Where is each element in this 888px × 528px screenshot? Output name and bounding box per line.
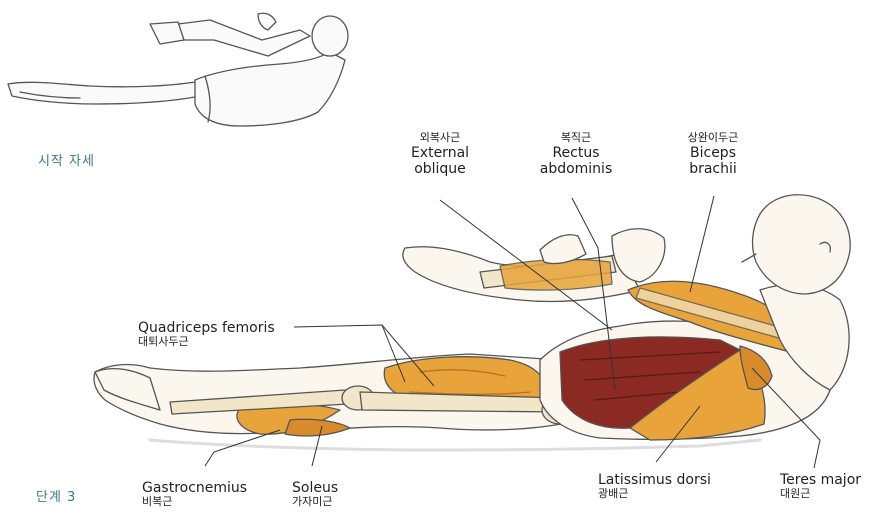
label-teres-major-en: Teres major: [780, 472, 862, 488]
label-latissimus-dorsi-en: Latissimus dorsi: [598, 472, 711, 488]
label-soleus-ko: 가자미근: [292, 495, 333, 509]
leader-external-oblique: [439, 199, 613, 331]
leader-teres-major: [751, 367, 821, 469]
label-soleus: Soleus 가자미근: [292, 478, 338, 509]
leader-latissimus-dorsi: [655, 405, 701, 463]
label-external-oblique-ko: 외복사근: [419, 131, 461, 144]
start-position-figure: [7, 12, 349, 127]
label-rectus-abdominis: 복직근 Rectus abdominis: [532, 131, 620, 177]
leader-gastrocnemius: [204, 429, 281, 467]
label-gastrocnemius-ko: 비복근: [142, 495, 173, 509]
label-biceps-brachii: 상완이두근 Biceps brachii: [672, 131, 754, 177]
label-rectus-abdominis-en-1: Rectus: [552, 144, 600, 161]
label-quadriceps-femoris-en: Quadriceps femoris: [138, 320, 275, 336]
label-latissimus-dorsi-ko: 광배근: [598, 487, 629, 501]
label-rectus-abdominis-en-2: abdominis: [539, 160, 613, 177]
label-external-oblique-en-2: oblique: [414, 160, 466, 177]
label-quadriceps-femoris-ko: 대퇴사두근: [138, 335, 189, 349]
label-soleus-en: Soleus: [292, 480, 339, 496]
leader-biceps-brachii: [689, 195, 715, 293]
label-latissimus-dorsi: Latissimus dorsi 광배근: [598, 470, 711, 501]
label-biceps-brachii-en-2: brachii: [689, 160, 737, 177]
step-3-figure: [93, 194, 851, 452]
label-gastrocnemius: Gastrocnemius 비복근: [142, 478, 247, 509]
caption-start-position: 시작 자세: [38, 154, 95, 169]
label-biceps-brachii-ko: 상완이두근: [687, 131, 739, 144]
leader-quadriceps-2: [381, 324, 406, 383]
label-quadriceps-femoris: Quadriceps femoris 대퇴사두근: [138, 318, 275, 349]
leader-rectus-abdominis: [571, 197, 616, 391]
label-external-oblique-en-1: External: [410, 144, 470, 161]
label-teres-major: Teres major 대원근: [780, 470, 861, 501]
label-gastrocnemius-en: Gastrocnemius: [142, 480, 248, 496]
label-biceps-brachii-en-1: Biceps: [690, 144, 736, 161]
leader-soleus: [311, 425, 323, 467]
label-rectus-abdominis-ko: 복직근: [560, 131, 592, 144]
label-external-oblique: 외복사근 External oblique: [398, 131, 482, 177]
caption-step: 단계 3: [36, 490, 77, 505]
leader-lines: [204, 195, 821, 469]
label-teres-major-ko: 대원근: [780, 487, 811, 501]
